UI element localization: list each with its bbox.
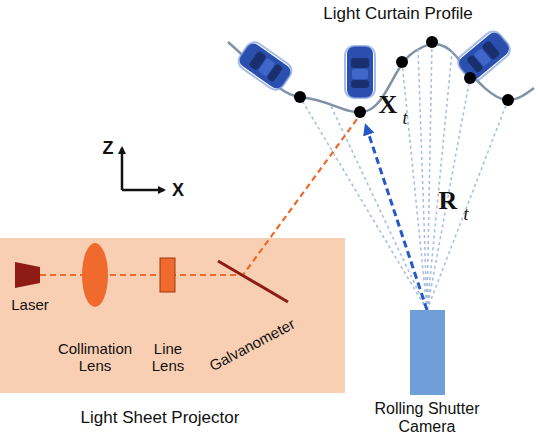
point-symbol: X bbox=[373, 90, 403, 120]
node-caption: Light Sheet Projector bbox=[30, 408, 290, 428]
part-label: Collimation Lens bbox=[49, 340, 141, 375]
projector-panel bbox=[0, 238, 345, 393]
node-caption: Rolling Shutter Camera bbox=[362, 400, 492, 437]
axis-label: Z bbox=[96, 138, 120, 159]
part-label: Line Lens bbox=[143, 340, 193, 375]
subscript: t bbox=[398, 108, 412, 129]
axis-label: X bbox=[166, 180, 190, 201]
vector-symbol: R bbox=[433, 186, 463, 216]
subscript: t bbox=[459, 204, 473, 225]
figure-title: Light Curtain Profile bbox=[268, 4, 528, 24]
part-label: Laser bbox=[0, 296, 60, 313]
camera-body: Rolling Shutter Camera bbox=[410, 310, 445, 395]
